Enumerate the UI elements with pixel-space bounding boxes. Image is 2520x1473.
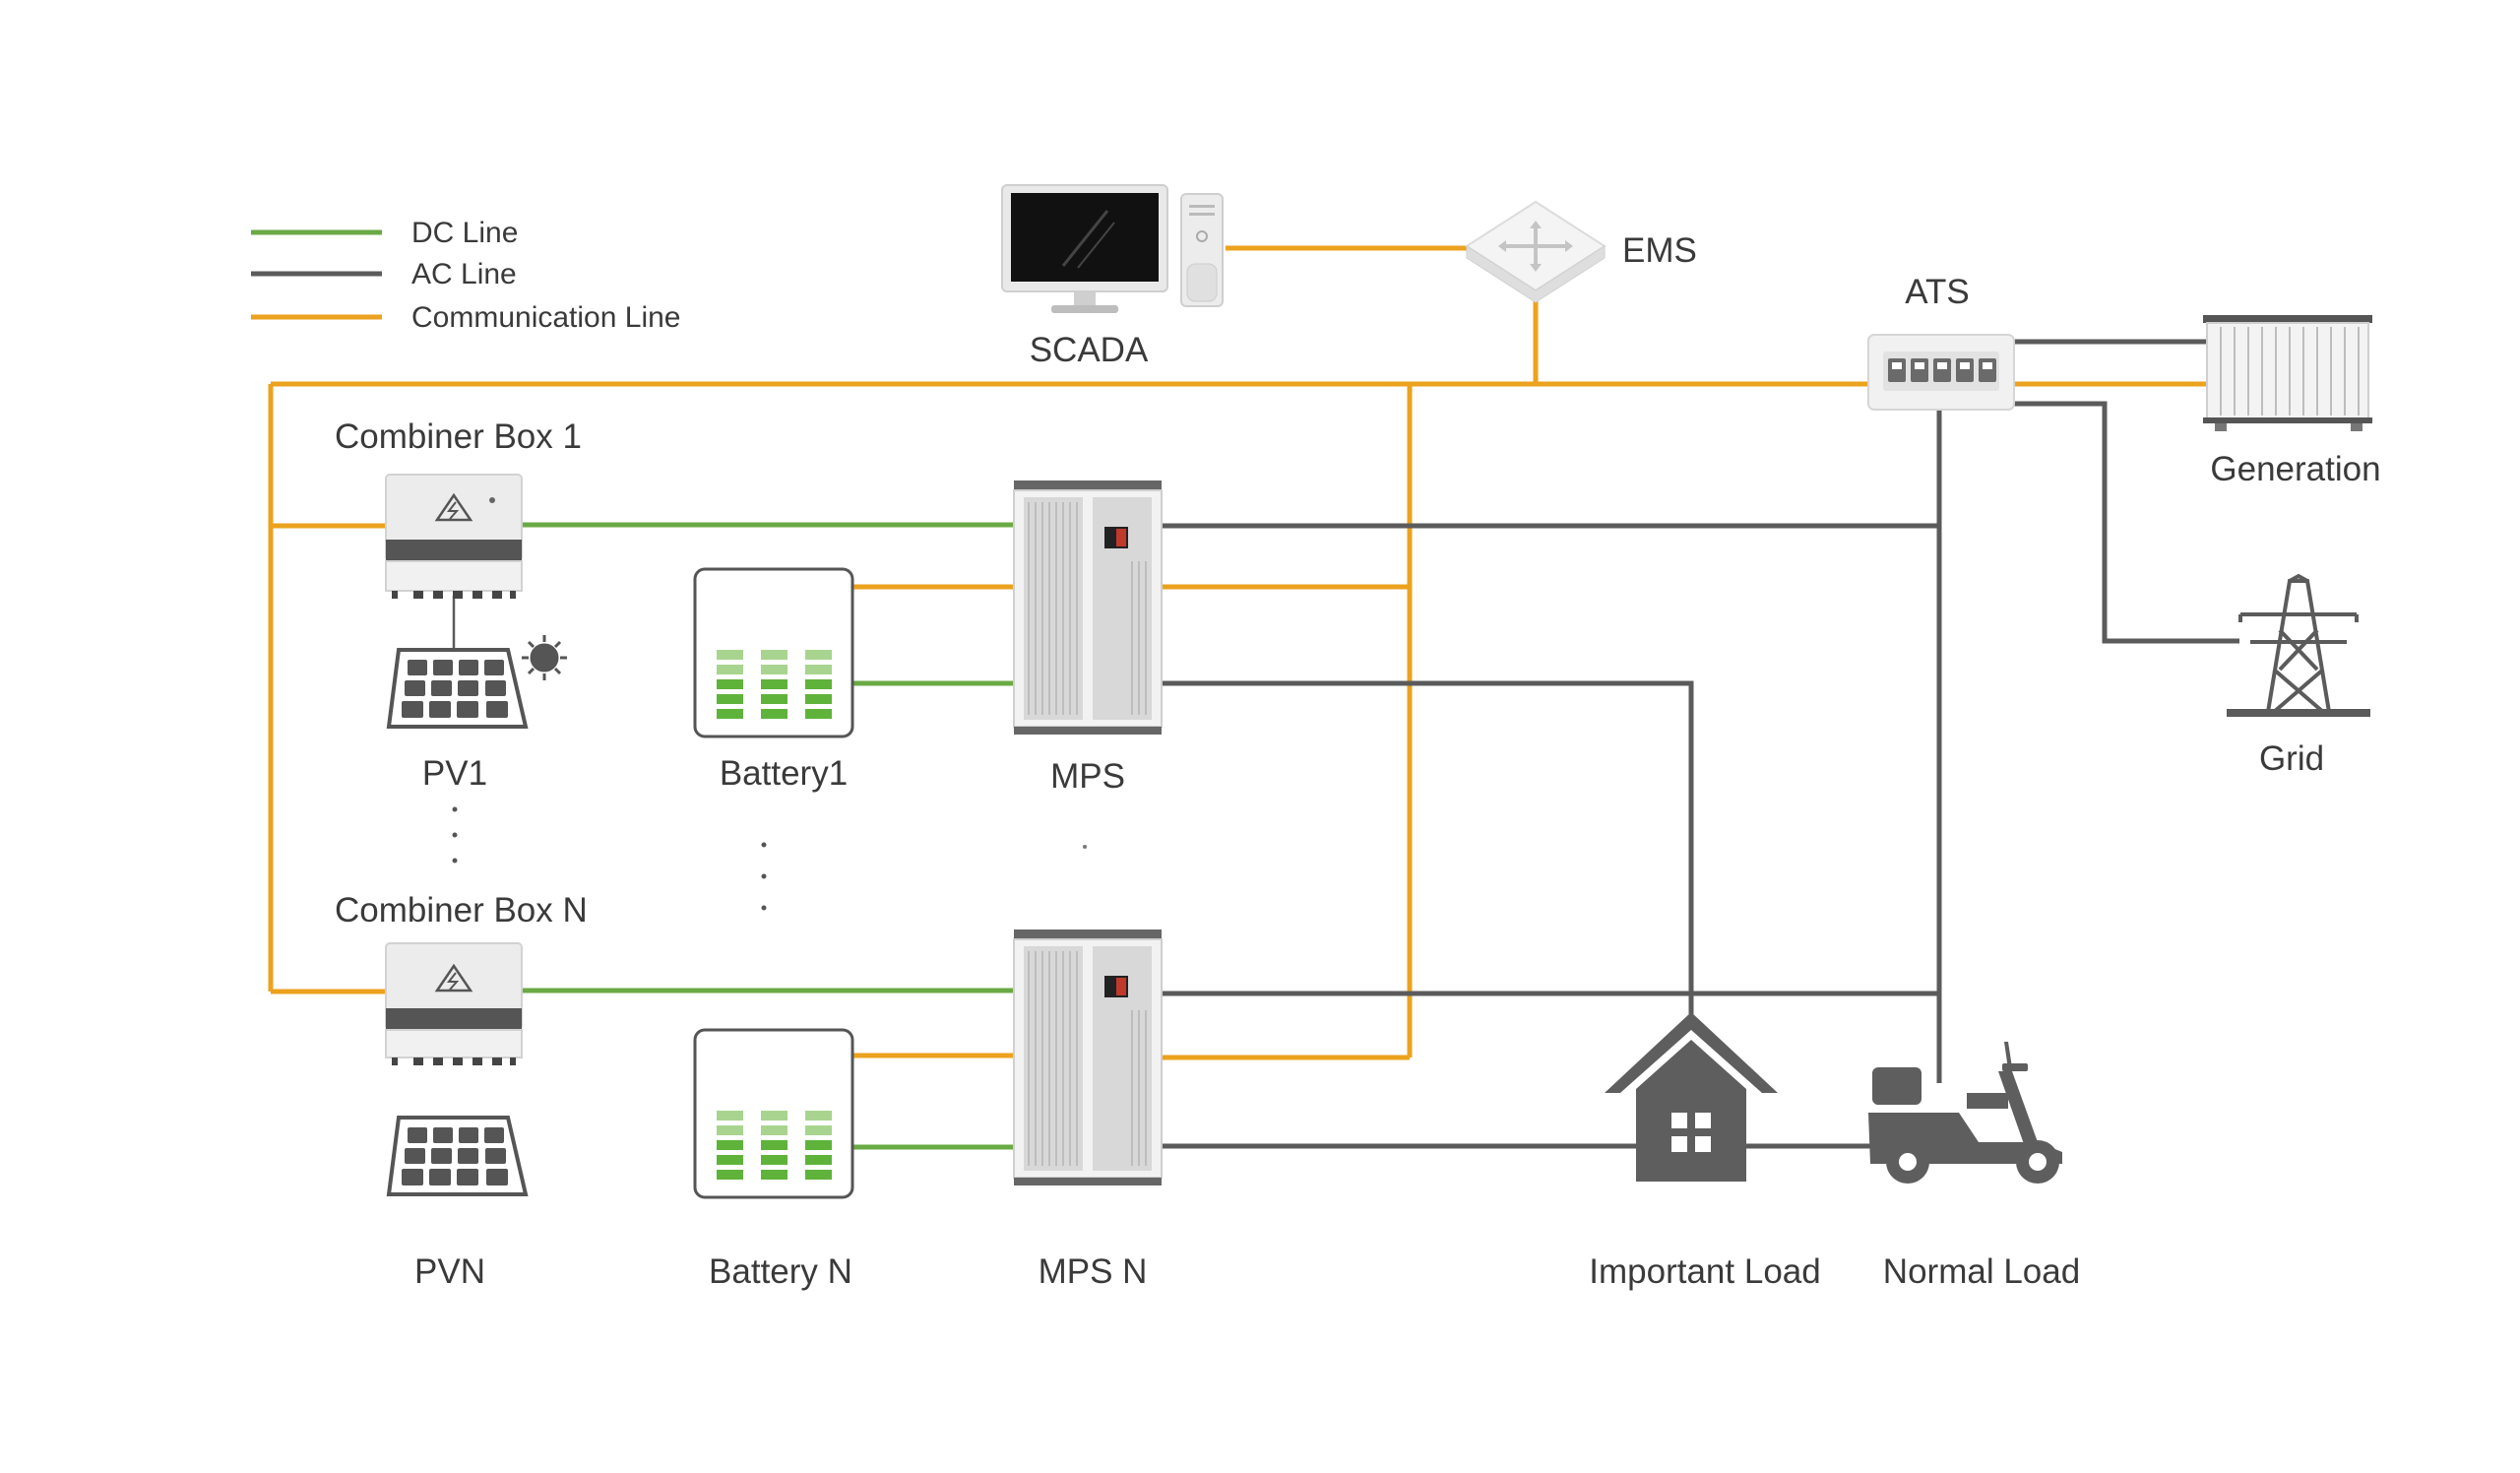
mps-n-label: MPS N	[1039, 1252, 1148, 1291]
pvn-label: PVN	[414, 1252, 485, 1291]
combiner-box-icon	[385, 474, 523, 599]
power-cabinet-icon	[1013, 929, 1163, 1185]
scada-label: SCADA	[1030, 331, 1149, 369]
legend-comm-label: Communication Line	[411, 301, 680, 334]
generation-label: Generation	[2210, 450, 2380, 488]
house-icon	[1605, 1012, 1778, 1182]
communication-lines	[268, 245, 2215, 1060]
legend-dc-label: DC Line	[411, 217, 518, 249]
ems-label: EMS	[1622, 231, 1697, 270]
solar-panel-icon	[386, 1116, 529, 1196]
combiner-box-n-label: Combiner Box N	[335, 891, 588, 929]
power-cabinet-icon	[1013, 480, 1163, 735]
ac-line-mps-1-bottom	[1162, 680, 1694, 1014]
generator-icon	[2203, 315, 2372, 431]
grid-label: Grid	[2259, 739, 2324, 778]
pv1-label: PV1	[422, 754, 487, 793]
important-load-label: Important Load	[1589, 1252, 1820, 1291]
transfer-switch-icon	[1867, 334, 2015, 411]
combiner-box-1-label: Combiner Box 1	[335, 417, 582, 456]
ellipsis-dot	[1083, 845, 1087, 849]
ac-lines	[452, 339, 2239, 1149]
battery-n-label: Battery N	[709, 1252, 852, 1291]
legend: DC Line AC Line Communication Line	[251, 217, 680, 334]
mps-label: MPS	[1050, 757, 1125, 796]
battery-icon	[693, 567, 854, 738]
power-tower-icon	[2227, 573, 2370, 717]
sun-icon	[522, 635, 567, 680]
battery1-label: Battery1	[720, 754, 848, 793]
combiner-box-icon	[385, 942, 523, 1065]
computer-workstation-icon	[1001, 184, 1224, 313]
ats-label: ATS	[1905, 273, 1969, 311]
vertical-ellipsis	[452, 806, 458, 864]
dc-lines	[522, 522, 1014, 1150]
legend-ac-label: AC Line	[411, 258, 517, 290]
scooter-icon	[1868, 1042, 2062, 1184]
ac-line-ats-grid	[2013, 401, 2239, 644]
solar-panel-icon	[386, 648, 529, 729]
normal-load-label: Normal Load	[1883, 1252, 2080, 1291]
network-switch-icon	[1465, 200, 1606, 303]
vertical-ellipsis	[761, 842, 767, 911]
battery-icon	[693, 1028, 854, 1199]
